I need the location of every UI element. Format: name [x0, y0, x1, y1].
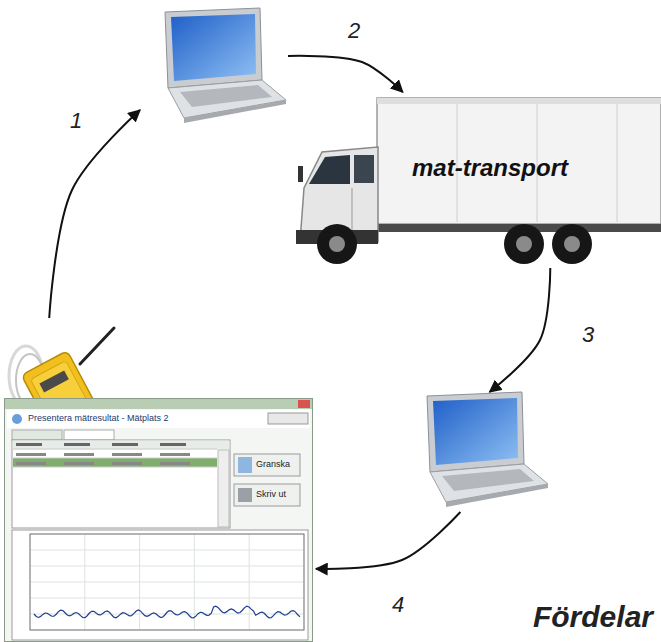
heading-fragment: Fördelar — [533, 600, 653, 635]
flow-arrow — [288, 56, 403, 92]
window-titlebar — [5, 399, 312, 409]
truck-label: mat-transport — [412, 154, 568, 182]
grid-line — [30, 550, 304, 551]
selected-row — [13, 458, 217, 467]
cell-text — [112, 453, 142, 456]
truck-windshield — [309, 155, 350, 184]
probe — [80, 328, 114, 364]
scrollbar — [218, 450, 229, 527]
flow-arrow — [490, 268, 551, 392]
laptop-keyboard — [442, 469, 534, 491]
cell-text — [64, 462, 94, 465]
wheel — [552, 224, 592, 264]
window-frame — [5, 399, 313, 642]
header-icon — [12, 414, 22, 424]
laptop — [402, 392, 548, 512]
cell-text — [16, 443, 42, 446]
cell-text — [112, 462, 142, 465]
wheel-hub — [516, 236, 532, 252]
menu-button — [268, 413, 308, 424]
grid-line — [30, 566, 304, 567]
panel-line — [617, 104, 618, 222]
temperature-curve — [34, 606, 300, 618]
cell-text — [112, 443, 138, 446]
truck-box — [377, 98, 661, 224]
flow-arrow — [49, 110, 140, 318]
table-header — [13, 441, 230, 450]
cell-text — [160, 443, 186, 446]
window-title: Presentera mätresultat - Mätplats 2 — [28, 413, 169, 423]
grid-line — [30, 582, 304, 583]
flow-arrow — [316, 512, 460, 569]
button-label: Granska — [256, 459, 290, 469]
software-window-picture — [4, 398, 316, 642]
preview-icon — [238, 457, 252, 473]
plot-border — [30, 534, 304, 630]
tab — [12, 430, 62, 440]
step-number: 4 — [392, 592, 404, 617]
cell-text — [160, 453, 190, 456]
cell-text — [64, 443, 90, 446]
step-number: 2 — [348, 18, 360, 43]
laptop-picture — [402, 392, 548, 512]
grid-line — [30, 614, 304, 615]
button-label: Skriv ut — [256, 489, 286, 499]
preview-button — [234, 454, 300, 476]
wheel — [504, 224, 544, 264]
truck-mirror — [298, 166, 303, 182]
laptop-edge — [446, 484, 548, 507]
cell-text — [64, 453, 94, 456]
software-window: Presentera mätresultat - Mätplats 2 Grans… — [4, 398, 316, 642]
print-icon — [238, 488, 252, 502]
logger-display — [39, 370, 68, 392]
truck-door — [352, 188, 353, 232]
grid-line — [30, 598, 304, 599]
cell-text — [16, 462, 46, 465]
laptop-edge — [184, 100, 286, 123]
row-line — [13, 467, 217, 468]
laptop-screen — [433, 398, 518, 465]
tab — [64, 430, 114, 440]
wheel-hub — [564, 236, 580, 252]
cell-text — [160, 462, 190, 465]
header-area — [7, 410, 310, 428]
print-button — [234, 484, 300, 506]
truck: mat-transport — [292, 92, 661, 268]
row-line — [13, 458, 217, 459]
truck-box-roof — [377, 98, 661, 104]
chart-area — [12, 530, 308, 640]
laptop — [140, 8, 288, 128]
row-line — [13, 449, 217, 450]
cell-text — [16, 453, 46, 456]
laptop-keyboard — [180, 85, 272, 107]
laptop-lid — [165, 8, 262, 88]
laptop-screen — [171, 14, 256, 81]
laptop-lid — [427, 392, 524, 472]
table — [12, 440, 230, 528]
laptop-picture — [140, 8, 288, 128]
wheel-hub — [329, 236, 345, 252]
step-number: 3 — [582, 322, 594, 347]
truck-side-window — [354, 155, 374, 183]
wheel — [317, 224, 357, 264]
close-button — [298, 400, 310, 408]
step-number: 1 — [70, 108, 82, 133]
